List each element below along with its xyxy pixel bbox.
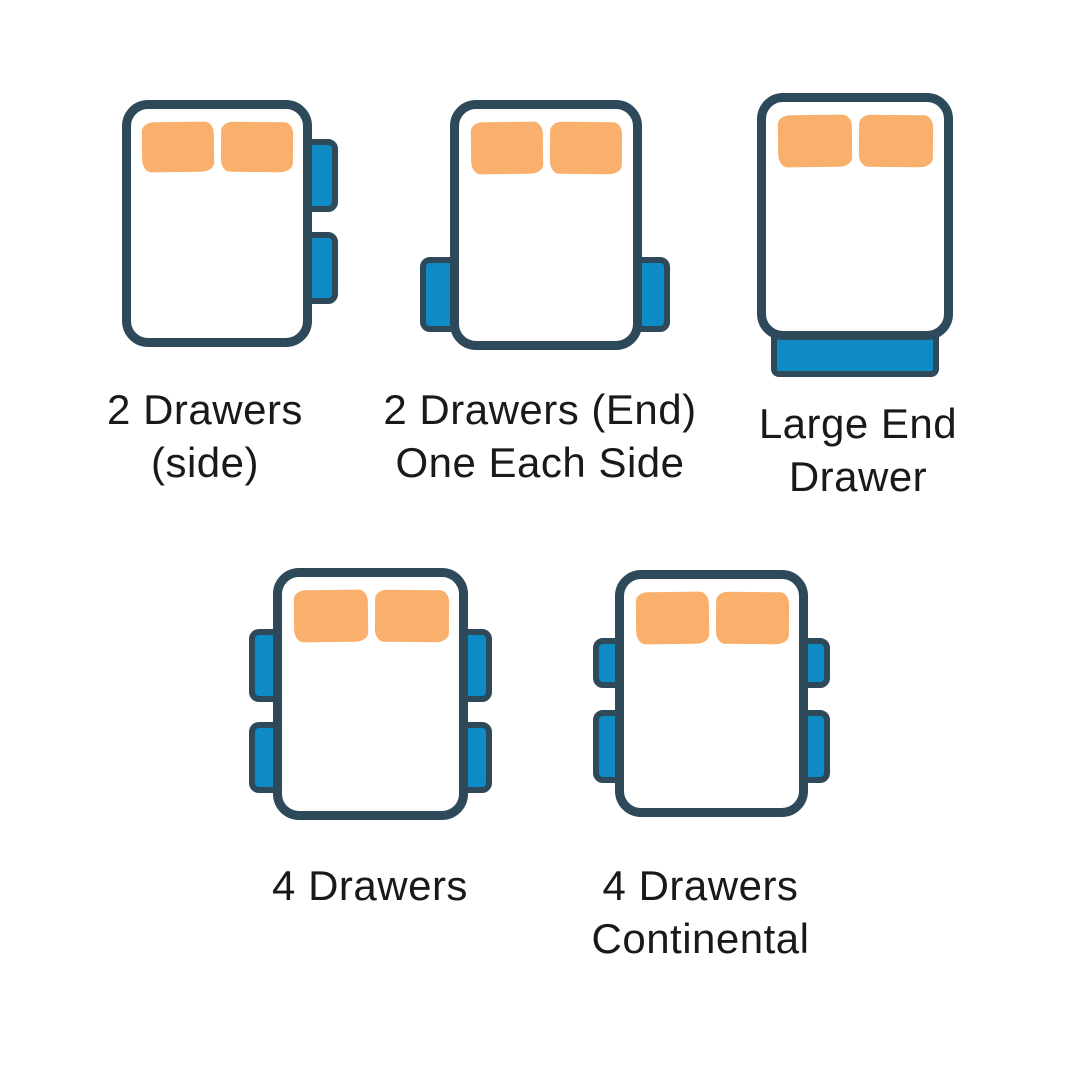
figure-label-large-end-drawer: Large End Drawer	[738, 398, 978, 504]
pillow-left	[293, 589, 369, 643]
bed-top-view	[615, 570, 808, 817]
label-line: 2 Drawers (End)	[383, 386, 697, 433]
pillow-left	[777, 114, 853, 168]
label-line: One Each Side	[395, 438, 685, 486]
label-line: 2 Drawers	[107, 386, 303, 433]
label-line: Large End	[758, 400, 958, 447]
bed-top-view	[273, 568, 468, 820]
pillow-left	[141, 121, 215, 173]
pillow-right	[220, 121, 294, 173]
label-line: 4 Drawers	[272, 862, 468, 909]
pillow-left	[635, 591, 710, 645]
bed-top-view	[757, 93, 953, 340]
pillow-right	[858, 114, 934, 168]
figure-2-drawers-side	[86, 100, 346, 350]
figure-label-2-drawers-side: 2 Drawers (side)	[60, 384, 350, 490]
figure-large-end-drawer	[757, 93, 953, 383]
bed-top-view	[450, 100, 642, 350]
label-line: Drawer	[788, 452, 928, 500]
pillow-right	[715, 591, 790, 645]
label-line: (side)	[150, 438, 260, 486]
figure-4-drawers	[249, 568, 492, 822]
label-line: 4 Drawers	[602, 862, 799, 909]
figure-label-4-drawers-continental: 4 Drawers Continental	[578, 860, 823, 966]
figure-label-2-drawers-end: 2 Drawers (End) One Each Side	[380, 384, 700, 490]
pillow-right	[549, 121, 623, 175]
pillow-left	[470, 121, 544, 175]
label-line: Continental	[591, 914, 810, 962]
bed-top-view	[122, 100, 312, 347]
pillow-right	[374, 589, 450, 643]
figure-4-drawers-continental	[593, 570, 830, 820]
figure-label-4-drawers: 4 Drawers	[250, 860, 490, 913]
figure-2-drawers-end-one-each-side	[408, 100, 672, 352]
